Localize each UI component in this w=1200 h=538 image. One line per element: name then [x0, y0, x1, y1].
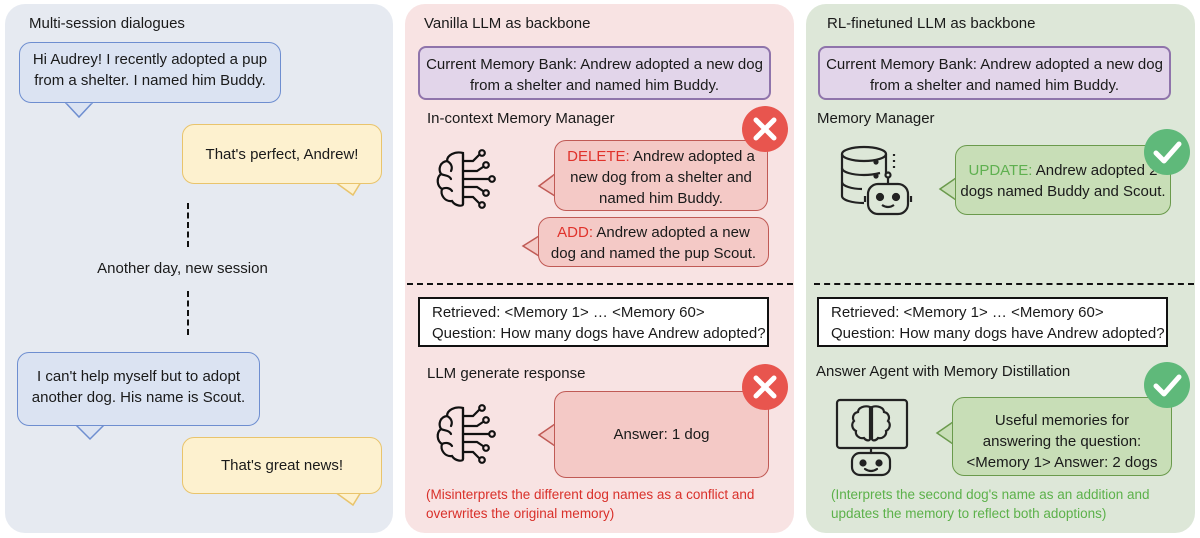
- update-text: Andrew adopted 2: [1035, 162, 1158, 179]
- retrieval-box: Retrieved: <Memory 1> … <Memory 60> Ques…: [817, 297, 1168, 347]
- memory-bank-line: Current Memory Bank: Andrew adopted a ne…: [426, 56, 763, 73]
- section-divider: [814, 283, 1194, 285]
- add-text: Andrew adopted a new: [596, 224, 750, 241]
- database-robot-icon: [840, 145, 913, 216]
- manager-label: Memory Manager: [817, 110, 935, 127]
- bubble-tail: [332, 490, 363, 507]
- memory-bank-line: Current Memory Bank: Andrew adopted a ne…: [826, 56, 1163, 73]
- generate-label: LLM generate response: [427, 365, 586, 382]
- success-note: (Interprets the second dog's name as an …: [831, 485, 1150, 523]
- answer-bubble: Answer: 1 dog: [554, 391, 769, 478]
- user-message-2: I can't help myself but to adopt another…: [17, 352, 260, 426]
- bubble-tail: [73, 422, 107, 441]
- panel-vanilla-llm: Vanilla LLM as backbone Current Memory B…: [405, 4, 794, 533]
- message-line: from a shelter. I named him Buddy.: [34, 72, 266, 89]
- delete-operation-bubble: DELETE: Andrew adopted a new dog from a …: [554, 140, 768, 211]
- add-line-1: ADD: Andrew adopted a new: [539, 222, 768, 243]
- memory-bank-line: from a shelter and named him Buddy.: [469, 77, 720, 94]
- note-line: (Misinterprets the different dog names a…: [426, 487, 755, 502]
- delete-text: new dog from a shelter and: [570, 169, 752, 186]
- memory-bank: Current Memory Bank: Andrew adopted a ne…: [818, 46, 1171, 100]
- bubble-tail: [332, 180, 363, 197]
- robot-brain-icon: [835, 398, 909, 477]
- message-line: another dog. His name is Scout.: [31, 389, 246, 406]
- update-operation-bubble: UPDATE: Andrew adopted 2 dogs named Budd…: [955, 145, 1171, 215]
- user-message-1: Hi Audrey! I recently adopted a pup from…: [19, 42, 281, 103]
- delete-line-1: DELETE: Andrew adopted a: [555, 146, 767, 167]
- panel-multi-session: Multi-session dialogues Hi Audrey! I rec…: [5, 4, 393, 533]
- note-line: (Interprets the second dog's name as an …: [831, 487, 1150, 502]
- session-divider-line: [187, 203, 189, 247]
- panel-rl-finetuned-llm: RL-finetuned LLM as backbone Current Mem…: [806, 4, 1195, 533]
- answer-line: answering the question:: [982, 433, 1142, 450]
- check-circle-icon: [1144, 129, 1190, 175]
- delete-text: Andrew adopted a: [633, 148, 755, 165]
- brain-circuit-icon: [436, 404, 496, 464]
- manager-label: In-context Memory Manager: [427, 110, 615, 127]
- delete-tag: DELETE:: [567, 148, 630, 165]
- retrieved-memories: Retrieved: <Memory 1> … <Memory 60>: [432, 304, 705, 321]
- update-tag: UPDATE:: [968, 162, 1033, 179]
- question-text: Question: How many dogs have Andrew adop…: [831, 325, 1165, 342]
- panel-title: RL-finetuned LLM as backbone: [827, 15, 1036, 32]
- panel-title: Vanilla LLM as backbone: [424, 15, 591, 32]
- question-text: Question: How many dogs have Andrew adop…: [432, 325, 766, 342]
- x-circle-icon: [742, 364, 788, 410]
- check-circle-icon: [1144, 362, 1190, 408]
- note-line: overwrites the original memory): [426, 506, 615, 521]
- brain-circuit-icon: [436, 149, 496, 209]
- memory-bank-line: from a shelter and named him Buddy.: [869, 77, 1120, 94]
- assistant-reply-2: That's great news!: [182, 437, 382, 494]
- delete-text: named him Buddy.: [599, 190, 723, 207]
- session-divider-line: [187, 291, 189, 335]
- panel-title: Multi-session dialogues: [29, 15, 185, 32]
- bubble-tail: [63, 100, 95, 119]
- add-tag: ADD:: [557, 224, 594, 241]
- message-line: I can't help myself but to adopt: [37, 368, 240, 385]
- answer-line: Useful memories for: [994, 412, 1130, 429]
- update-text: dogs named Buddy and Scout.: [960, 183, 1166, 200]
- add-operation-bubble: ADD: Andrew adopted a new dog and named …: [538, 217, 769, 267]
- x-circle-icon: [742, 106, 788, 152]
- add-text: dog and named the pup Scout.: [550, 245, 757, 262]
- agent-label: Answer Agent with Memory Distillation: [816, 363, 1071, 380]
- answer-line: <Memory 1> Answer: 2 dogs: [966, 454, 1158, 471]
- assistant-reply-1: That's perfect, Andrew!: [182, 124, 382, 184]
- message-line: Hi Audrey! I recently adopted a pup: [32, 51, 268, 68]
- failure-note: (Misinterprets the different dog names a…: [426, 485, 754, 523]
- section-divider: [407, 283, 793, 285]
- update-line-1: UPDATE: Andrew adopted 2: [956, 160, 1170, 181]
- session-divider-label: Another day, new session: [97, 260, 268, 277]
- distilled-answer-bubble: Useful memories for answering the questi…: [952, 397, 1172, 476]
- memory-bank: Current Memory Bank: Andrew adopted a ne…: [418, 46, 771, 100]
- retrieval-box: Retrieved: <Memory 1> … <Memory 60> Ques…: [418, 297, 769, 347]
- note-line: updates the memory to reflect both adopt…: [831, 506, 1107, 521]
- retrieved-memories: Retrieved: <Memory 1> … <Memory 60>: [831, 304, 1104, 321]
